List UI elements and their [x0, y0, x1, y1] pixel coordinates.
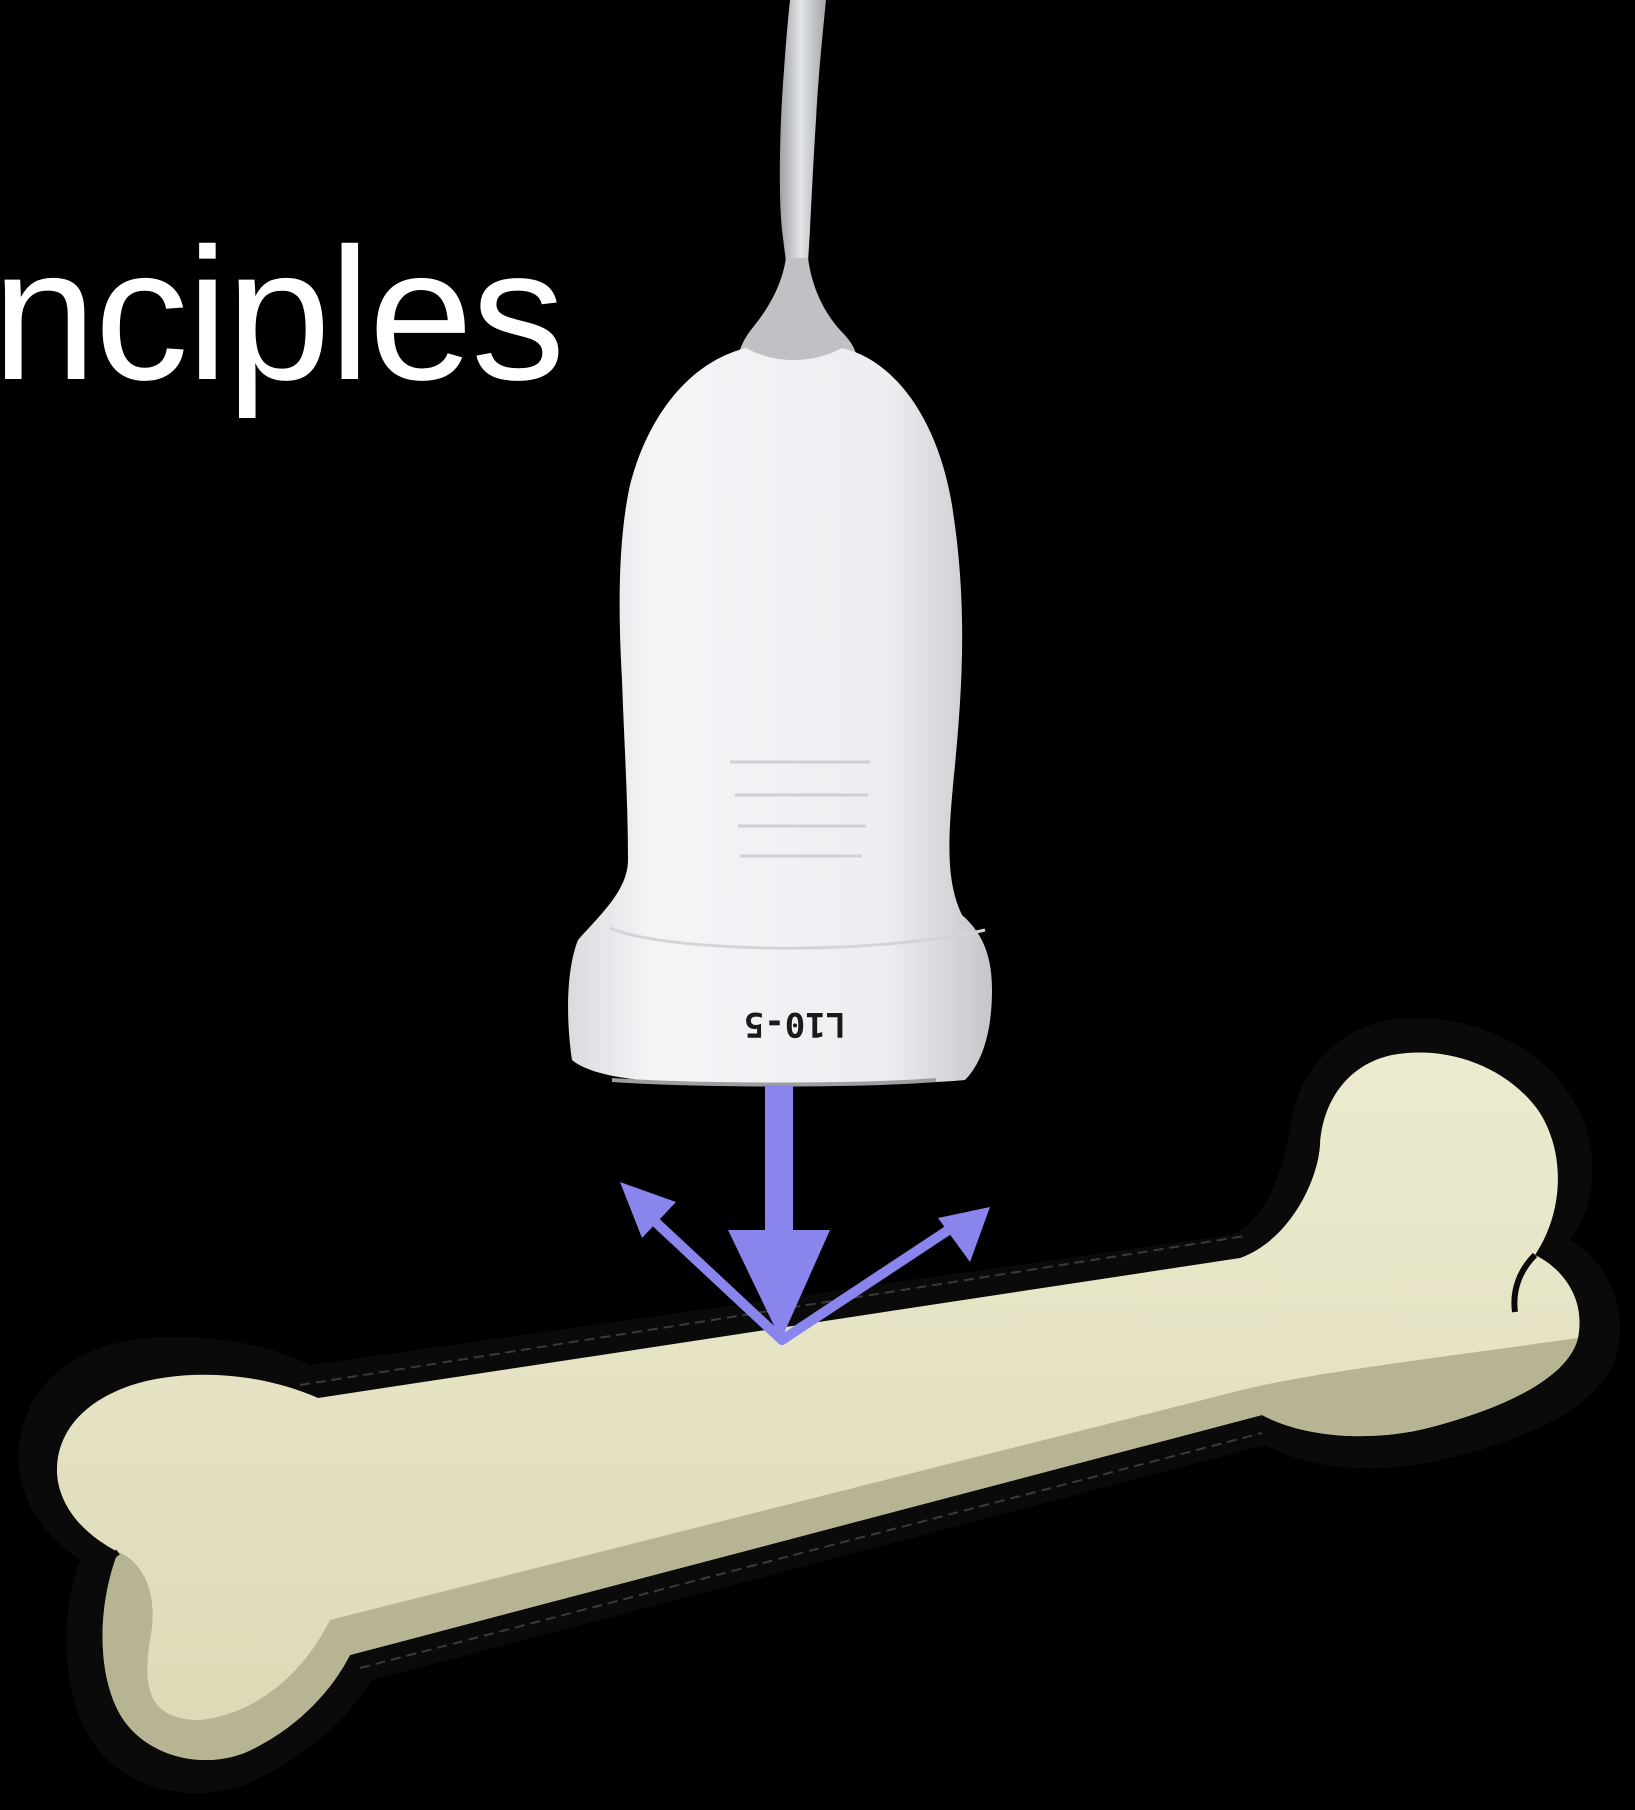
probe-cable	[780, 0, 826, 262]
probe-body	[568, 348, 992, 1085]
probe-model-label: L10-5	[744, 1004, 846, 1044]
bone-icon	[19, 1018, 1620, 1793]
probe-strain-relief	[738, 258, 856, 362]
ultrasound-probe-icon: L10-5	[568, 0, 992, 1085]
